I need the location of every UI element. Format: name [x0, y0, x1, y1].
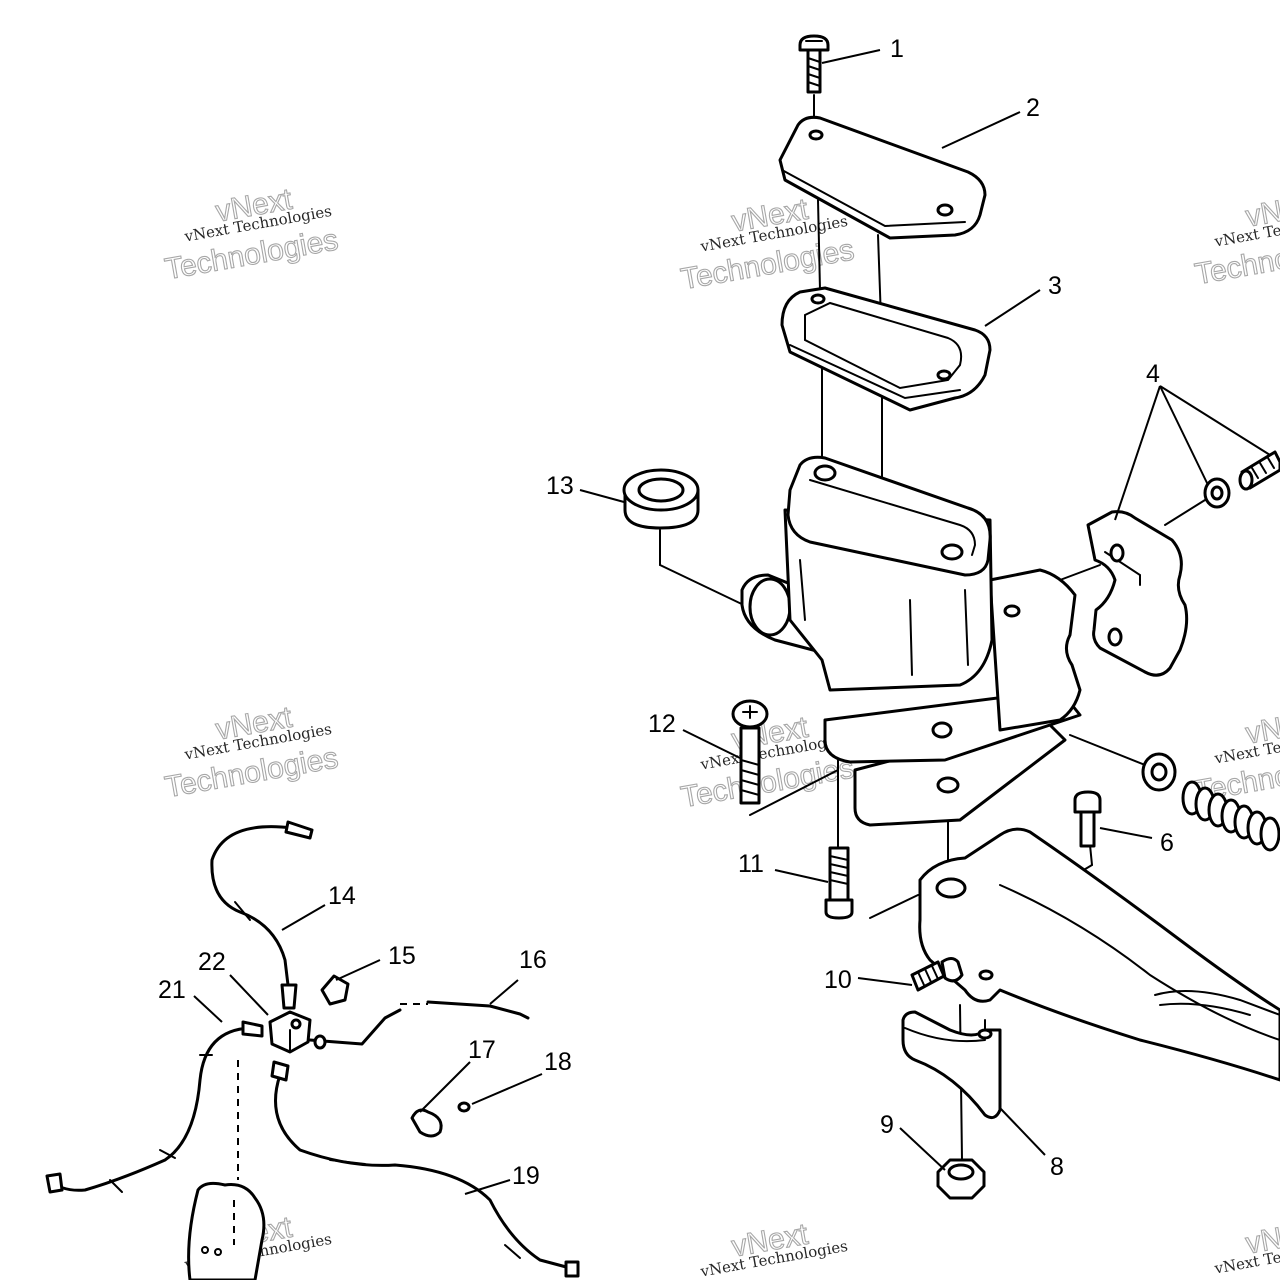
- clamp-washer: [1203, 477, 1231, 509]
- callout-1: 1: [890, 35, 904, 63]
- spring-washer: [1141, 752, 1177, 792]
- set-screw: [910, 957, 964, 992]
- brake-lines-assembly: [45, 820, 580, 1280]
- callout-2: 2: [1026, 94, 1040, 122]
- callout-9: 9: [880, 1111, 894, 1139]
- watermark-bottom-right: vNext vNext Technologies: [1212, 1214, 1280, 1278]
- callout-labels: 1 2 3 4 6 8 9 10 11 12 13 14 15 16 17 18…: [158, 35, 1174, 1190]
- callout-19: 19: [512, 1162, 540, 1190]
- bracket-screw: [731, 699, 769, 805]
- callout-11: 11: [738, 850, 764, 878]
- callout-13: 13: [546, 472, 574, 500]
- boot-grommet: [622, 468, 700, 530]
- cap-screw: [798, 34, 830, 94]
- callout-21: 21: [158, 976, 186, 1004]
- reservoir-diaphragm: [780, 286, 992, 412]
- watermark-bottom-center: vNext vNext Technologies: [698, 1217, 849, 1280]
- callout-10: 10: [824, 966, 852, 994]
- clamp-screw: [1238, 450, 1280, 491]
- return-spring: [1181, 780, 1280, 852]
- callout-15: 15: [388, 942, 416, 970]
- brake-switch-bracket: [901, 1010, 1002, 1120]
- lever-nut: [936, 1158, 986, 1200]
- clamp-bolt: [824, 846, 854, 920]
- callout-14: 14: [328, 882, 356, 910]
- reservoir-cap: [778, 115, 987, 240]
- callout-22: 22: [198, 948, 226, 976]
- callout-3: 3: [1048, 272, 1062, 300]
- watermark-mid-left: vNext vNext Technologies Technologies: [162, 700, 341, 805]
- callout-16: 16: [519, 946, 547, 974]
- callout-18: 18: [544, 1048, 572, 1076]
- callout-12: 12: [648, 710, 676, 738]
- watermark-top-left: vNext vNext Technologies Technologies: [162, 182, 341, 287]
- callout-4: 4: [1146, 360, 1160, 388]
- watermark-top-right: vNext vNext Technologies Technologies: [1192, 187, 1280, 292]
- handlebar-clamp: [1086, 510, 1189, 677]
- brake-lever: [918, 827, 1280, 1082]
- callout-6: 6: [1160, 829, 1174, 857]
- callout-17: 17: [468, 1036, 496, 1064]
- callout-8: 8: [1050, 1153, 1064, 1181]
- watermark-top-center: vNext vNext Technologies Technologies: [678, 192, 857, 297]
- pivot-bolt: [1073, 790, 1102, 848]
- leader-lines: [193, 49, 1271, 1195]
- master-cylinder-body: [740, 455, 1082, 827]
